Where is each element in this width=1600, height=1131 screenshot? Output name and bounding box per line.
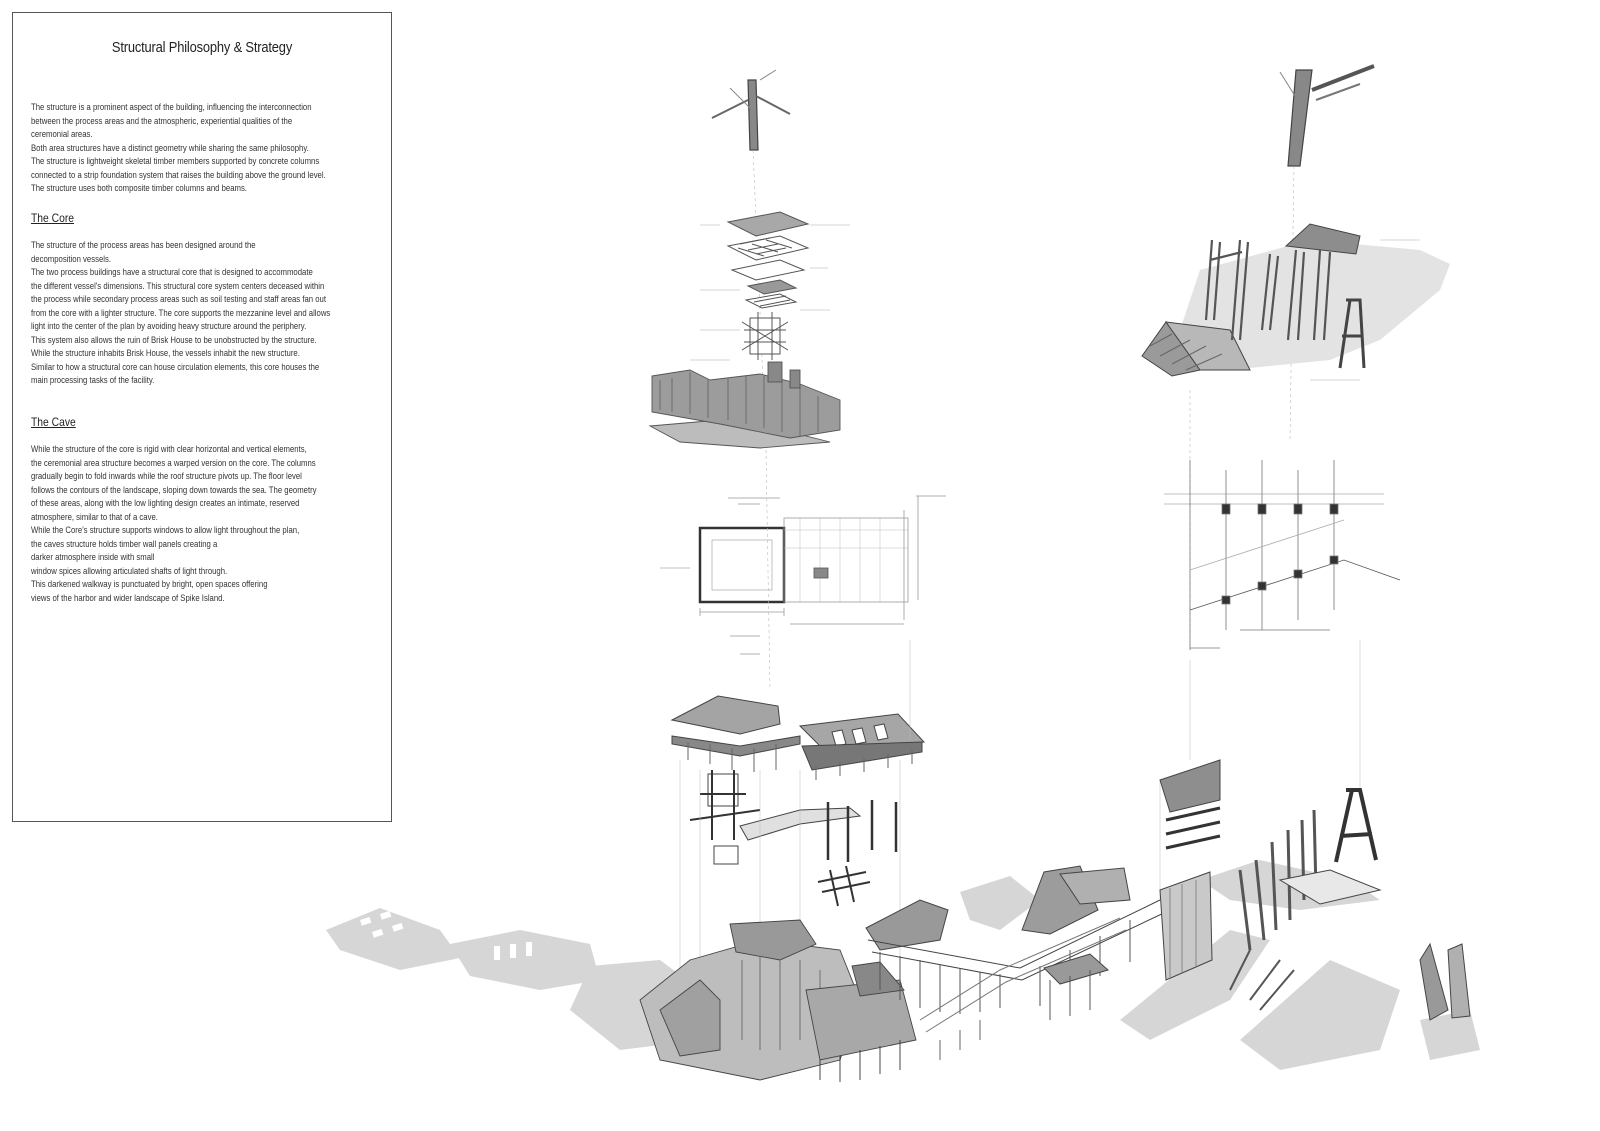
cave-text-line: follows the contours of the landscape, s… — [31, 484, 317, 495]
core-text-line: light into the center of the plan by avo… — [31, 321, 307, 331]
site-shadow-windows — [360, 910, 532, 960]
core-text-line: While the structure inhabits Brisk House… — [31, 348, 300, 358]
cave-text-line: gradually begin to fold inwards while th… — [31, 471, 302, 481]
cave-text-line: the ceremonial area structure becomes a … — [31, 457, 316, 468]
intro-text-line: connected to a strip foundation system t… — [31, 169, 326, 180]
core-text-line: The structure of the process areas has b… — [31, 240, 256, 250]
core-section: The Core The structure of the process ar… — [31, 211, 346, 388]
main-roof-slabs — [670, 695, 926, 780]
cave-text-line: While the structure of the core is rigid… — [31, 444, 307, 454]
core-text-line: the process while secondary process area… — [31, 294, 327, 304]
cave-text-line: atmosphere, similar to that of a cave. — [31, 511, 158, 522]
cave-text-line: views of the harbor and wider landscape … — [31, 592, 225, 603]
main-exploded-frame — [689, 770, 898, 907]
core-text-line: This system also allows the ruin of Bris… — [31, 334, 317, 345]
core-exploded-slabs — [690, 211, 850, 361]
panel-title: Structural Philosophy & Strategy — [111, 39, 293, 56]
intro-text-line: The structure is a prominent aspect of t… — [31, 102, 312, 112]
intro-text-line: ceremonial areas. — [31, 129, 93, 139]
cave-text-line: While the Core's structure supports wind… — [31, 525, 300, 535]
core-body: The structure of the process areas has b… — [31, 239, 346, 388]
core-text-line: Similar to how a structural core can hou… — [31, 361, 320, 372]
text-panel: Structural Philosophy & Strategy The str… — [12, 12, 392, 822]
core-heading: The Core — [31, 211, 75, 225]
cave-column-detail — [1279, 64, 1375, 441]
cave-text-line: the caves structure holds timber wall pa… — [31, 538, 218, 549]
cave-exploded-frames — [1141, 223, 1450, 650]
intro-text-line: between the process areas and the atmosp… — [31, 115, 293, 126]
core-text-line: from the core with a lighter structure. … — [31, 307, 331, 318]
core-floor-plan — [660, 449, 946, 691]
intro-text-line: The structure uses both composite timber… — [31, 183, 247, 193]
core-text-line: The two process buildings have a structu… — [31, 267, 313, 277]
cave-text-line: darker atmosphere inside with small — [31, 552, 155, 562]
core-text-line: the different vessel's dimensions. This … — [31, 280, 325, 291]
cave-section: The Cave While the structure of the core… — [31, 415, 346, 605]
intro-text-line: Both area structures have a distinct geo… — [31, 142, 309, 153]
main-cave-assembly — [1021, 759, 1471, 1021]
intro-text-line: The structure is lightweight skeletal ti… — [31, 156, 320, 166]
cave-heading: The Cave — [31, 415, 76, 429]
intro-section: The structure is a prominent aspect of t… — [31, 101, 346, 196]
brisk-house-ruin — [648, 361, 841, 449]
core-text-line: main processing tasks of the facility. — [31, 375, 155, 385]
cave-text-line: window spices allowing articulated shaft… — [31, 565, 228, 576]
core-text-line: decomposition vessels. — [31, 253, 112, 264]
cave-text-line: This darkened walkway is punctuated by b… — [31, 579, 268, 589]
cave-text-line: of these areas, along with the low light… — [31, 498, 300, 508]
cave-floor-plan — [1164, 460, 1401, 650]
main-ruin-assembly — [639, 919, 917, 1082]
projection-lines — [679, 640, 1361, 1010]
site-shadows — [326, 860, 1480, 1070]
cave-body: While the structure of the core is rigid… — [31, 443, 346, 605]
